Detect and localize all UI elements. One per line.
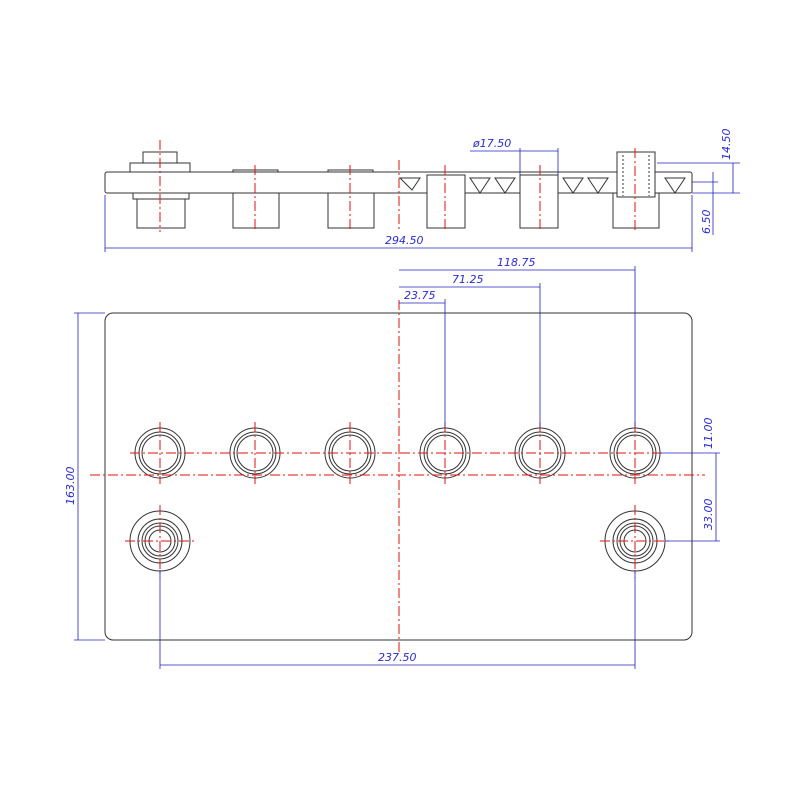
- stub: [327, 192, 375, 229]
- dimension-terminal-spacing: 237.50: [159, 570, 636, 669]
- dimension-terminal-height: 14.50: [657, 129, 740, 194]
- thread-lines: [622, 155, 650, 196]
- stub-section: [426, 174, 466, 229]
- side-view: 294.50 ø17.50 14.50 6.50: [104, 129, 740, 252]
- dimension-offset-far: 118.75: [399, 256, 636, 428]
- side-centerlines: [159, 140, 636, 232]
- top-centerlines: [90, 300, 705, 652]
- dimension-row-offsets: 11.00 33.00: [660, 418, 720, 542]
- dimension-offset-mid: 71.25: [399, 273, 541, 428]
- stub-section: [519, 174, 559, 229]
- stub-collar: [132, 192, 190, 200]
- top-view: 118.75 71.25 23.75 163.00 237.50: [64, 256, 720, 669]
- dim-terminal-row-offset: 33.00: [702, 499, 715, 531]
- stub: [232, 192, 280, 229]
- dim-hole-row-offset: 11.00: [702, 418, 715, 450]
- dim-plate-width: 163.00: [64, 467, 77, 506]
- dimension-hole-diameter: ø17.50: [470, 137, 559, 175]
- dim-offset-far: 118.75: [497, 256, 536, 269]
- dim-terminal-spacing: 237.50: [378, 651, 417, 664]
- stub: [612, 192, 660, 229]
- dimension-plate-thickness: 6.50: [692, 172, 718, 235]
- dimension-overall-length: 294.50: [104, 195, 693, 252]
- dim-offset-mid: 71.25: [452, 273, 484, 286]
- dimension-plate-width: 163.00: [64, 312, 105, 641]
- threaded-terminal: [616, 151, 656, 198]
- dim-hole-diameter: ø17.50: [472, 137, 511, 150]
- dim-offset-near: 23.75: [404, 289, 436, 302]
- dim-plate-thickness: 6.50: [700, 210, 713, 235]
- stub: [136, 198, 186, 229]
- dim-overall-length: 294.50: [385, 234, 424, 247]
- dim-terminal-height: 14.50: [720, 129, 733, 161]
- terminals: [129, 510, 666, 572]
- dimension-offset-near: 23.75: [399, 289, 446, 428]
- section-ribs: [398, 177, 686, 194]
